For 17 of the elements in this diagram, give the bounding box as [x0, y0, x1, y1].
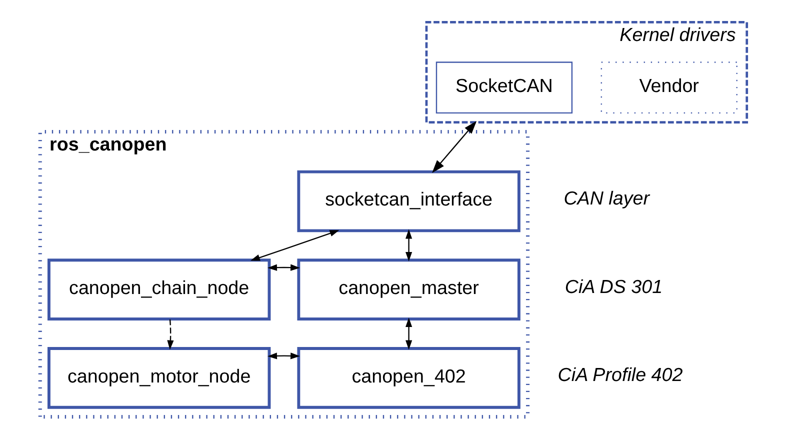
- arrow: [406, 318, 412, 350]
- node-box: canopen_master: [297, 258, 520, 320]
- arrow: [167, 319, 174, 350]
- arrow: [406, 229, 412, 262]
- node-box: socketcan_interface: [297, 170, 520, 232]
- node-box: canopen_chain_node: [48, 258, 271, 320]
- node-box: canopen_motor_node: [48, 347, 271, 409]
- arrow: [268, 264, 300, 271]
- arrow: [250, 230, 340, 261]
- node-box: SocketCAN: [436, 62, 573, 114]
- label: CAN layer: [564, 188, 650, 209]
- node-box: Vendor: [600, 62, 738, 114]
- label: CiA DS 301: [564, 276, 663, 297]
- arrow: [268, 352, 300, 360]
- node-box: canopen_402: [297, 347, 520, 409]
- arrow: [432, 120, 477, 173]
- label: CiA Profile 402: [558, 364, 683, 386]
